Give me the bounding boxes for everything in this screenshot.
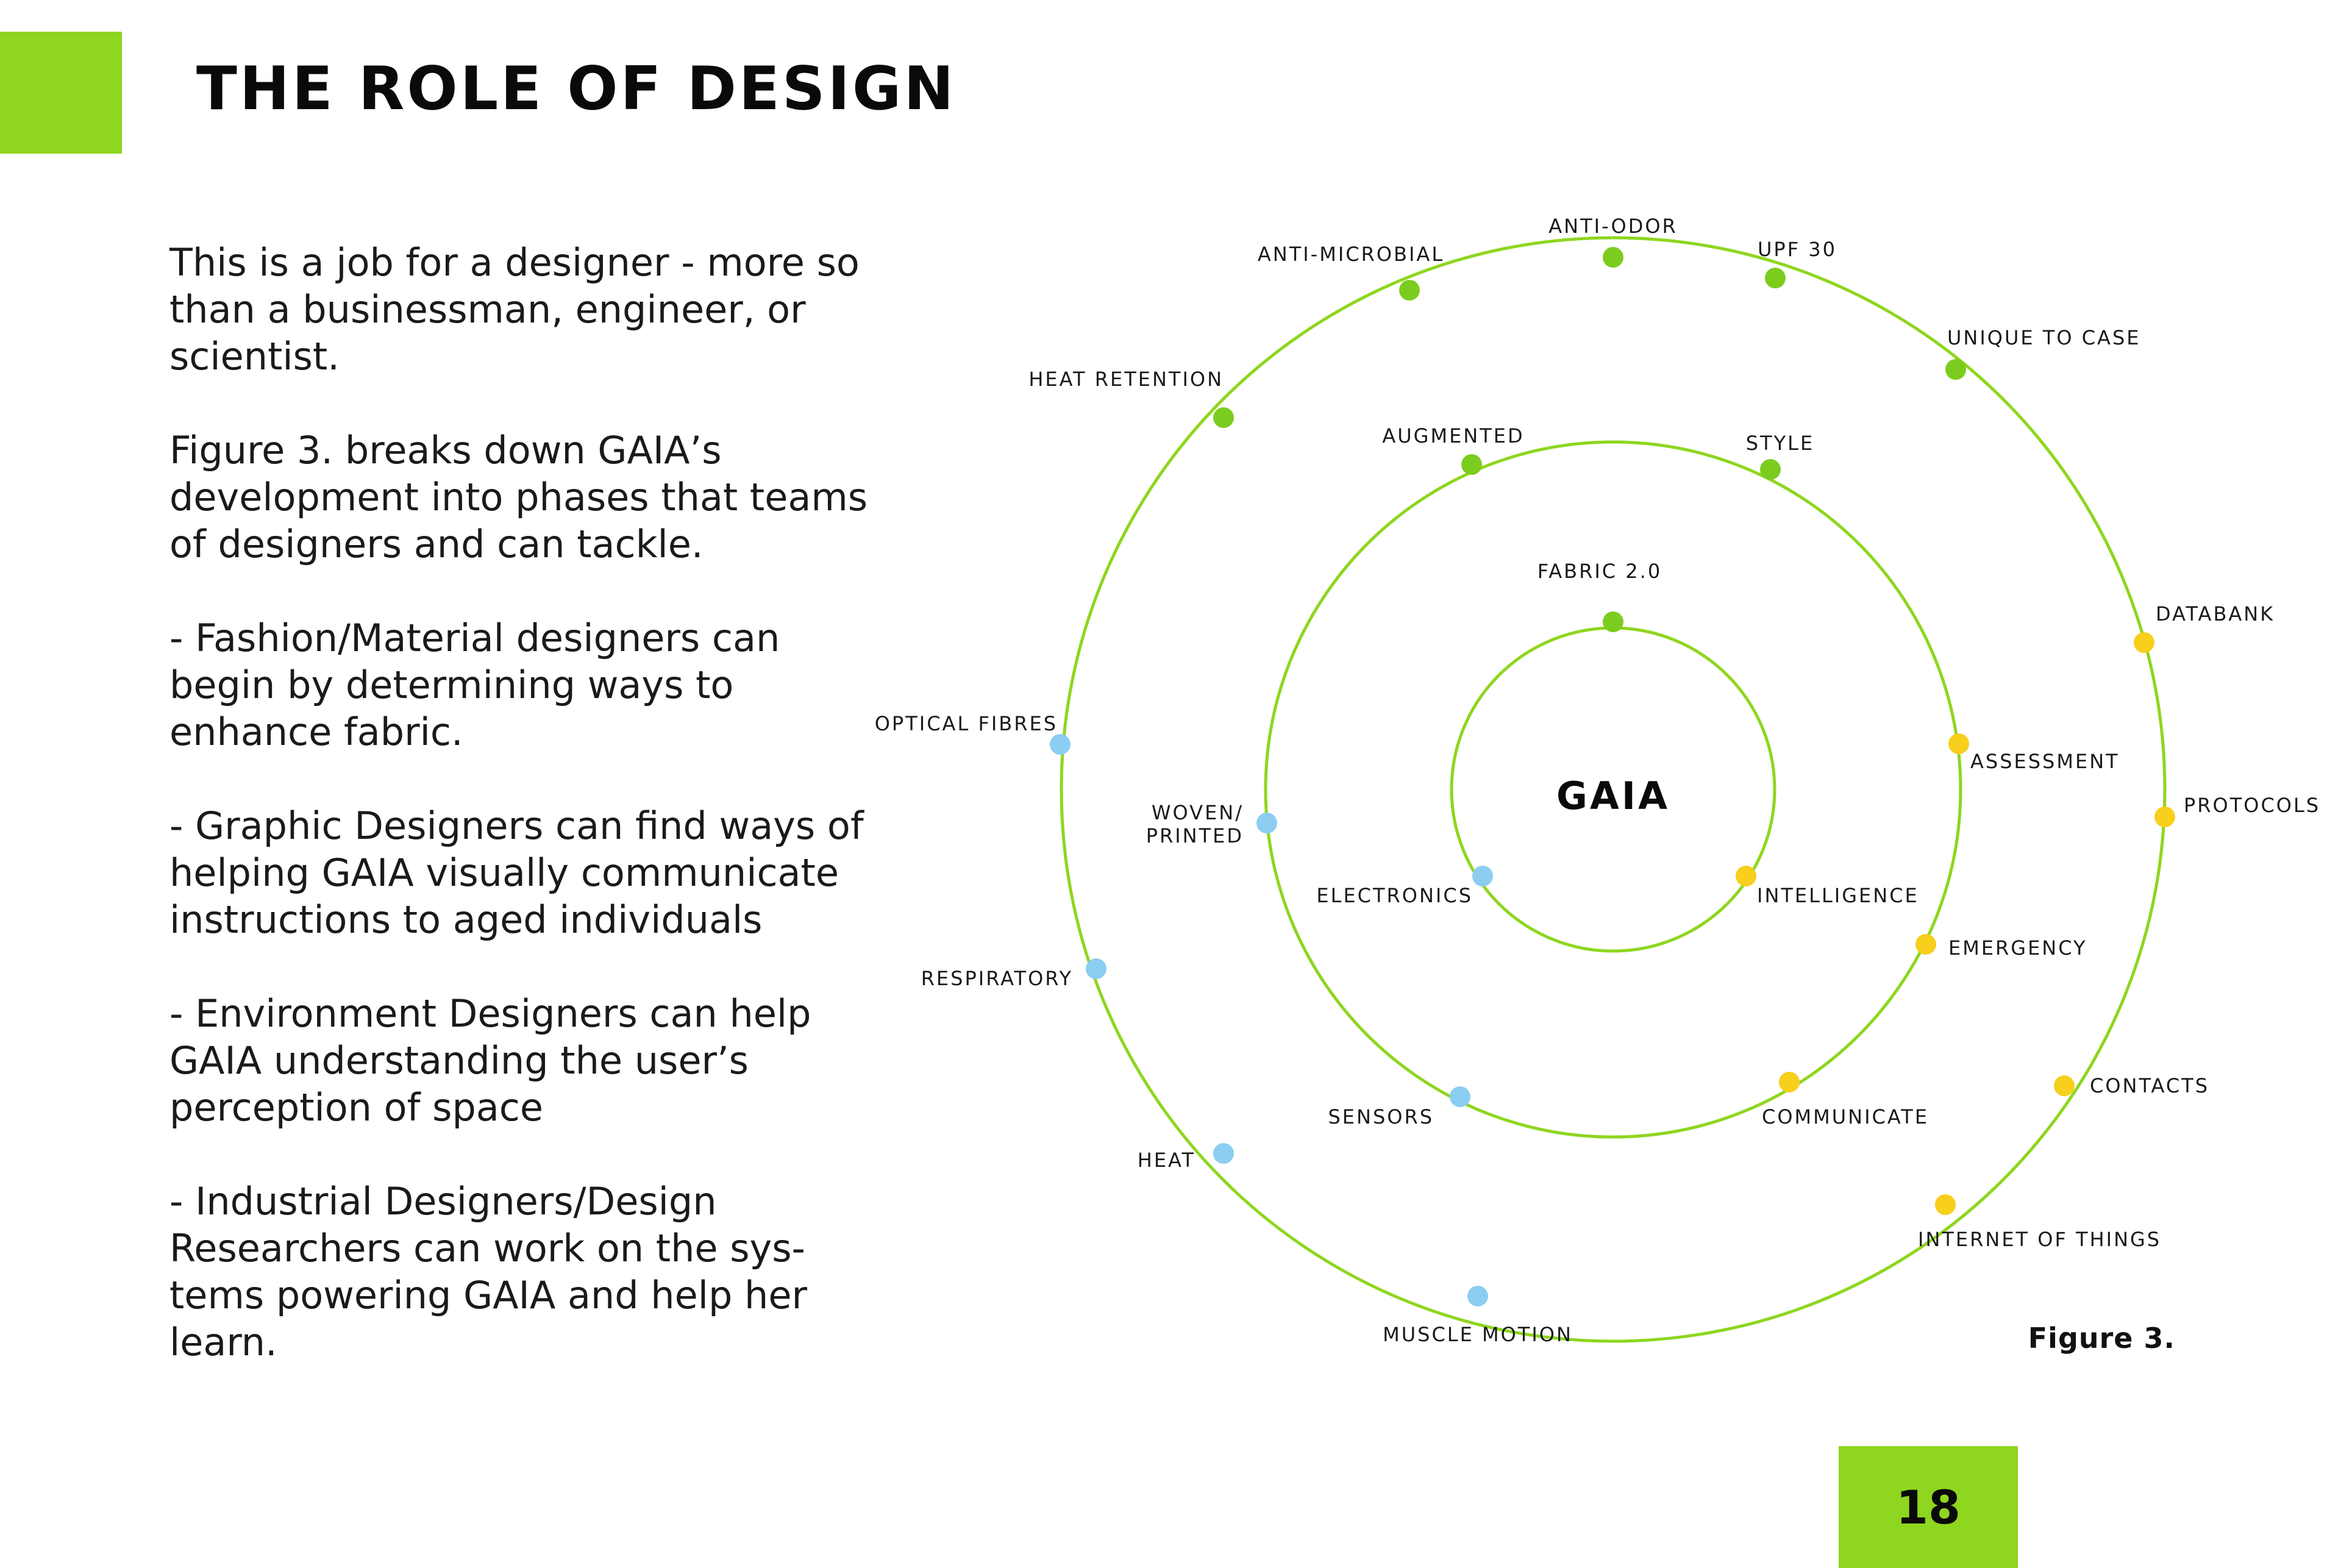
node-upf-30 (1765, 268, 1786, 288)
node-optical-fibres (1050, 734, 1071, 755)
node-label-optical-fibres: OPTICAL FIBRES (875, 712, 1058, 735)
node-anti-odor (1603, 247, 1623, 268)
node-communicate (1779, 1072, 1800, 1092)
node-style (1760, 459, 1781, 480)
node-label-assessment: ASSESSMENT (1970, 750, 2120, 773)
page-number: 18 (1896, 1480, 1961, 1534)
node-muscle-motion (1467, 1286, 1488, 1306)
paragraph-industrial-designers: - Industrial Designers/Design Researcher… (169, 1179, 807, 1364)
node-electronics (1472, 866, 1493, 886)
node-label-intelligence: INTELLIGENCE (1757, 884, 1919, 907)
node-woven-printed (1256, 813, 1277, 833)
node-label-printed: PRINTED (1146, 824, 1244, 847)
body-text: This is a job for a designer - more so t… (169, 239, 877, 1413)
node-protocols (2154, 807, 2175, 827)
paragraph-intro: This is a job for a designer - more so t… (169, 240, 860, 379)
node-label-muscle-motion: MUSCLE MOTION (1383, 1323, 1573, 1346)
middle-ring (1264, 440, 1962, 1139)
node-label-upf-30: UPF 30 (1758, 238, 1837, 261)
node-label-heat: HEAT (1138, 1149, 1195, 1172)
center-label: GAIA (1556, 774, 1670, 818)
node-label-internet-of-things: INTERNET OF THINGS (1918, 1228, 2161, 1251)
node-label-anti-microbial: ANTI-MICROBIAL (1258, 243, 1444, 266)
node-intelligence (1736, 866, 1756, 886)
node-label-unique-to-case: UNIQUE TO CASE (1947, 326, 2140, 349)
node-augmented (1461, 454, 1482, 475)
node-assessment (1948, 733, 1969, 754)
node-heat-retention (1213, 407, 1234, 428)
node-label-sensors: SENSORS (1328, 1105, 1434, 1128)
node-label-woven: WOVEN/ (1152, 801, 1244, 824)
paragraph-environment-designers: - Environment Designers can help GAIA un… (169, 991, 811, 1130)
node-label-databank: DATABANK (2156, 602, 2275, 625)
node-label-heat-retention: HEAT RETENTION (1028, 368, 1224, 391)
accent-block (0, 32, 122, 154)
node-respiratory (1086, 958, 1106, 979)
node-label-style: STYLE (1746, 432, 1814, 455)
node-label-augmented: AUGMENTED (1382, 424, 1524, 447)
paragraph-figure-reference: Figure 3. breaks down GAIA’s development… (169, 428, 868, 566)
figure-caption: Figure 3. (2028, 1322, 2175, 1355)
node-contacts (2054, 1075, 2075, 1096)
node-label-protocols: PROTOCOLS (2184, 794, 2320, 817)
node-label-contacts: CONTACTS (2090, 1074, 2209, 1097)
node-label-emergency: EMERGENCY (1948, 936, 2087, 960)
node-unique-to-case (1945, 359, 1966, 380)
page-number-box: 18 (1839, 1446, 2018, 1568)
node-label-respiratory: RESPIRATORY (921, 967, 1073, 990)
outer-ring (1060, 236, 2167, 1343)
node-sensors (1450, 1086, 1470, 1107)
node-databank (2134, 632, 2154, 653)
node-anti-microbial (1399, 280, 1420, 301)
paragraph-graphic-designers: - Graphic Designers can find ways of hel… (169, 804, 864, 942)
page-title: THE ROLE OF DESIGN (196, 54, 957, 124)
node-heat (1213, 1143, 1234, 1164)
node-emergency (1915, 934, 1936, 955)
node-internet-of-things (1935, 1194, 1956, 1215)
paragraph-fashion-designers: - Fashion/Material designers can begin b… (169, 616, 780, 754)
node-fabric (1603, 611, 1623, 632)
node-label-fabric: FABRIC 2.0 (1538, 560, 1662, 583)
node-label-anti-odor: ANTI-ODOR (1548, 215, 1678, 238)
node-label-communicate: COMMUNICATE (1762, 1105, 1929, 1128)
node-label-electronics: ELECTRONICS (1316, 884, 1473, 907)
